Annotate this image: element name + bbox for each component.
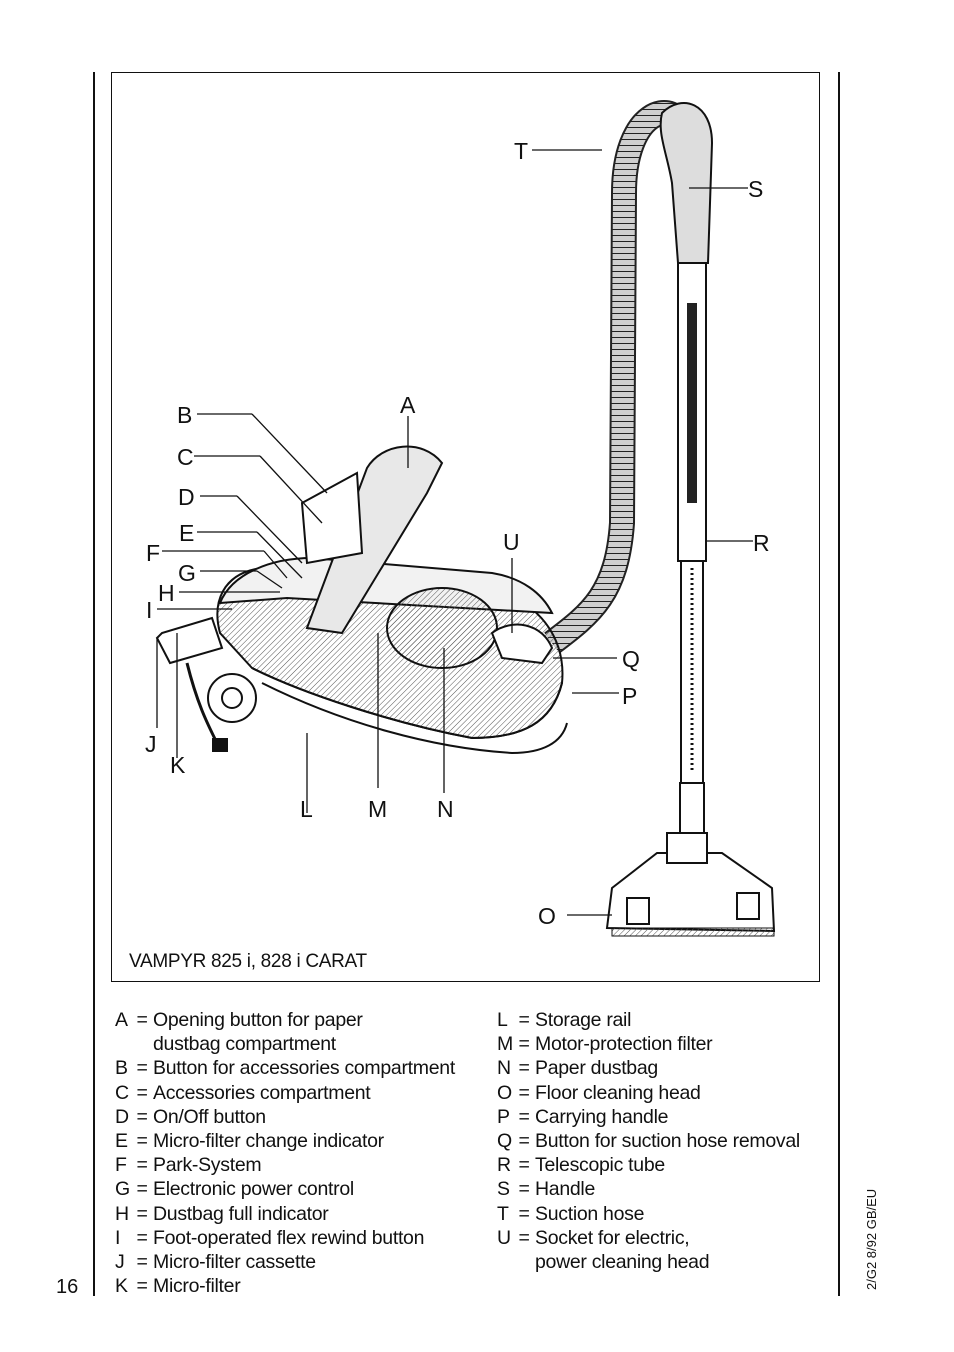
paper-dustbag bbox=[386, 587, 498, 669]
legend-item: U=Socket for electric, bbox=[497, 1226, 690, 1249]
leader-lines bbox=[156, 149, 753, 916]
callout-e: E bbox=[179, 520, 194, 546]
callout-m: M bbox=[368, 796, 387, 822]
legend-item: O=Floor cleaning head bbox=[497, 1081, 701, 1104]
callout-c: C bbox=[177, 444, 194, 470]
figure-frame: T S A B C D E F G H I J K L M N U Q P R … bbox=[111, 72, 820, 982]
legend-item: D=On/Off button bbox=[115, 1105, 266, 1128]
callout-g: G bbox=[178, 560, 196, 586]
legend-item: P=Carrying handle bbox=[497, 1105, 669, 1128]
handle bbox=[659, 102, 714, 264]
legend-item: F=Park-System bbox=[115, 1154, 262, 1177]
legend-item: J=Micro-filter cassette bbox=[115, 1251, 316, 1274]
callout-f: F bbox=[146, 540, 160, 566]
open-lid bbox=[305, 445, 444, 635]
legend-item: N=Paper dustbag bbox=[497, 1057, 658, 1080]
callout-d: D bbox=[178, 484, 195, 510]
page-number: 16 bbox=[56, 1276, 79, 1298]
callout-r: R bbox=[753, 530, 770, 556]
legend-item-continuation: dustbag compartment bbox=[153, 1033, 336, 1056]
callout-t: T bbox=[514, 138, 528, 164]
callout-p: P bbox=[622, 683, 637, 709]
callout-q: Q bbox=[622, 646, 640, 672]
legend-item: R=Telescopic tube bbox=[497, 1154, 665, 1177]
right-margin-rule bbox=[838, 72, 840, 1296]
figure-caption: VAMPYR 825 i, 828 i CARAT bbox=[129, 951, 367, 972]
callout-o: O bbox=[538, 903, 556, 929]
legend-left: A=Opening button for paper dustbag compa… bbox=[115, 1008, 455, 1298]
callout-b: B bbox=[177, 402, 192, 428]
legend-item: L=Storage rail bbox=[497, 1009, 632, 1031]
callout-i: I bbox=[146, 597, 152, 623]
legend-right: L=Storage rail M=Motor-protection filter… bbox=[497, 1008, 800, 1274]
legend-item: K=Micro-filter bbox=[115, 1275, 241, 1298]
vacuum-cleaner-illustration: T S A B C D E F G H I J K L M N U Q P R … bbox=[145, 100, 776, 937]
legend-item: Q=Button for suction hose removal bbox=[497, 1130, 800, 1153]
legend-item: C=Accessories compartment bbox=[115, 1081, 371, 1104]
legend-item: H=Dustbag full indicator bbox=[115, 1202, 329, 1225]
callout-k: K bbox=[170, 752, 186, 778]
micro-filter-cassette bbox=[155, 616, 224, 665]
legend-item: B=Button for accessories compartment bbox=[115, 1057, 455, 1080]
callout-h: H bbox=[158, 580, 175, 606]
legend-item: S=Handle bbox=[497, 1178, 595, 1201]
legend-item: G=Electronic power control bbox=[115, 1178, 354, 1201]
legend-item: E=Micro-filter change indicator bbox=[115, 1130, 384, 1153]
callout-s: S bbox=[748, 176, 763, 202]
legend-item-continuation: power cleaning head bbox=[535, 1251, 710, 1274]
left-margin-rule bbox=[93, 72, 95, 1296]
accessories-lid bbox=[300, 471, 364, 565]
document-code: 2/G2 8/92 GB/EU bbox=[864, 1188, 879, 1290]
callout-u: U bbox=[503, 529, 520, 555]
legend-item: I=Foot-operated flex rewind button bbox=[115, 1226, 425, 1249]
callout-l: L bbox=[300, 796, 313, 822]
callout-j: J bbox=[145, 731, 157, 757]
callout-n: N bbox=[437, 796, 454, 822]
legend-item: T=Suction hose bbox=[497, 1202, 645, 1225]
legend-item: M=Motor-protection filter bbox=[497, 1033, 713, 1056]
callout-a: A bbox=[400, 392, 416, 418]
legend-item: A=Opening button for paper bbox=[115, 1009, 363, 1031]
